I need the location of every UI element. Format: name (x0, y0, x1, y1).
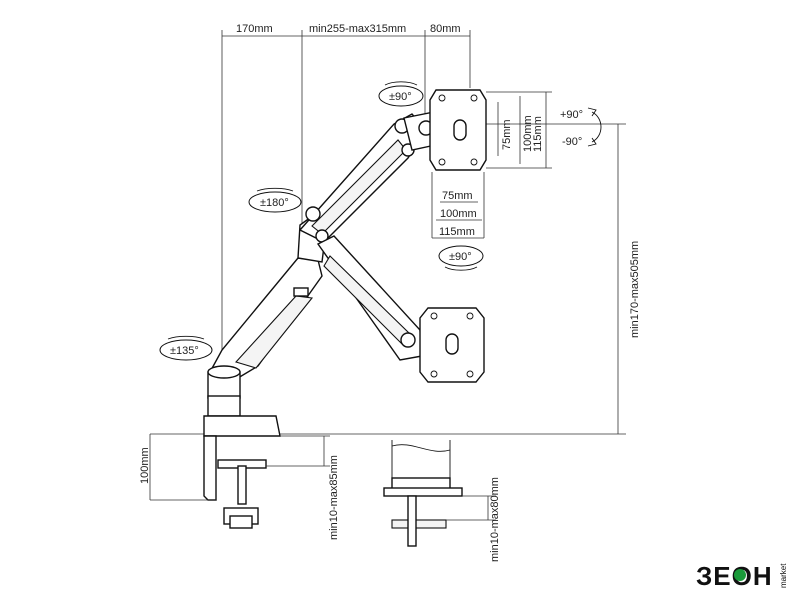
dim-vesa-w-115: 115mm (439, 226, 475, 238)
dim-vesa-h-75: 75mm (501, 119, 513, 150)
rotation-elbow-label: ±180° (260, 197, 289, 209)
dim-clamp-100: 100mm (139, 447, 151, 484)
dim-height-range: min170-max505mm (629, 241, 641, 338)
rotation-tilt-label: ±90° (449, 251, 472, 263)
lower-arm (207, 210, 327, 399)
dim-clamp-thickness: min10-max85mm (328, 455, 340, 540)
dim-top-range: min255-max315mm (309, 23, 406, 35)
vesa-head-lowered (419, 307, 485, 383)
logo-text: ЗЕОН (696, 561, 773, 591)
rotation-base (159, 335, 213, 361)
rotation-portrait-down: -90° (562, 136, 582, 148)
rotation-head-swivel-label: ±90° (389, 91, 412, 103)
vesa-width-dims (431, 172, 485, 239)
top-dimension-lines (221, 30, 471, 392)
zeon-logo: ЗЕОН market (696, 561, 788, 591)
rotation-base-label: ±135° (170, 345, 199, 357)
rotation-head-swivel (378, 81, 424, 107)
upper-arm-lowered (316, 235, 423, 361)
dim-grommet-thickness: min10-max80mm (489, 477, 501, 562)
dim-top-170: 170mm (236, 23, 273, 35)
vesa-height-dims (486, 91, 552, 169)
grommet-mount (383, 440, 496, 547)
dim-top-80: 80mm (430, 23, 461, 35)
rotation-portrait-arrow (587, 107, 602, 147)
dim-vesa-w-75: 75mm (442, 190, 473, 202)
logo-accent-dot (734, 569, 746, 581)
rotation-portrait-up: +90° (560, 109, 583, 121)
desk-clamp (203, 395, 281, 529)
dim-vesa-h-115: 115mm (532, 116, 544, 152)
clamp-dimension-lines (149, 434, 330, 501)
vesa-head-raised (403, 89, 487, 171)
rotation-tilt (438, 245, 484, 271)
dim-vesa-h-100: 100mm (522, 115, 534, 152)
logo-subtext: market (779, 563, 788, 588)
rotation-elbow (248, 187, 302, 213)
dim-vesa-w-100: 100mm (440, 208, 477, 220)
